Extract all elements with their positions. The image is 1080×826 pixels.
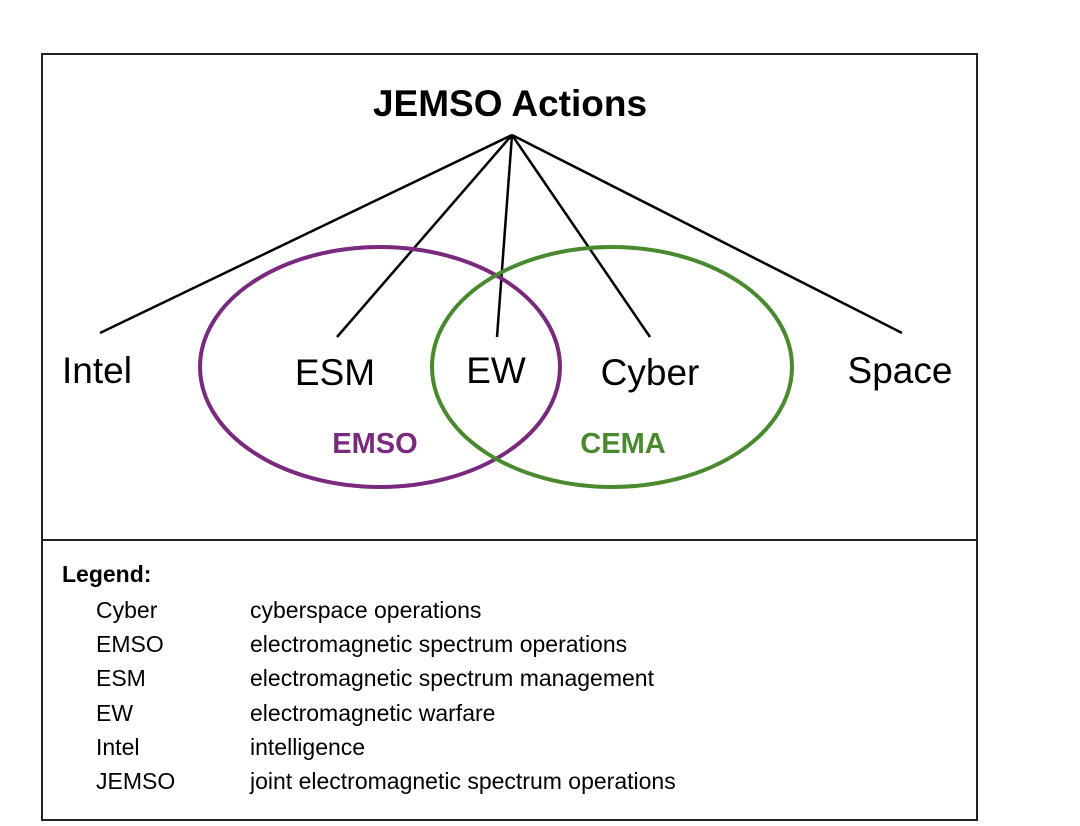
legend-abbr: Intel	[96, 734, 140, 760]
legend-abbr: EW	[96, 700, 134, 726]
group-label-emso: EMSO	[332, 428, 417, 460]
legend-abbr: EMSO	[96, 631, 164, 657]
connector-intel	[99, 133, 513, 335]
connector-ew	[495, 134, 514, 338]
diagram-title: JEMSO Actions	[373, 83, 647, 124]
legend-abbr: Cyber	[96, 597, 158, 623]
legend-definition: joint electromagnetic spectrum operation…	[250, 768, 676, 794]
connector-esm	[336, 134, 513, 338]
cema-ellipse	[430, 245, 794, 489]
legend-abbr: ESM	[96, 665, 146, 691]
node-cyber: Cyber	[601, 352, 700, 393]
node-ew: EW	[466, 350, 526, 391]
legend-definition: intelligence	[250, 734, 366, 760]
legend-definition: cyberspace operations	[250, 597, 482, 623]
node-intel: Intel	[62, 350, 132, 391]
node-space: Space	[848, 350, 953, 391]
diagram-frame	[41, 53, 978, 821]
group-label-cema: CEMA	[580, 428, 665, 460]
legend-definition: electromagnetic spectrum operations	[250, 631, 628, 657]
legend-definition: electromagnetic spectrum management	[250, 665, 654, 691]
node-esm: ESM	[295, 352, 375, 393]
legend-definition: electromagnetic warfare	[250, 700, 496, 726]
connector-space	[511, 133, 903, 335]
legend-divider	[41, 539, 978, 541]
connector-cyber	[510, 134, 652, 338]
emso-ellipse	[198, 245, 562, 489]
legend-abbr: JEMSO	[96, 768, 176, 794]
legend-title: Legend:	[62, 561, 152, 587]
